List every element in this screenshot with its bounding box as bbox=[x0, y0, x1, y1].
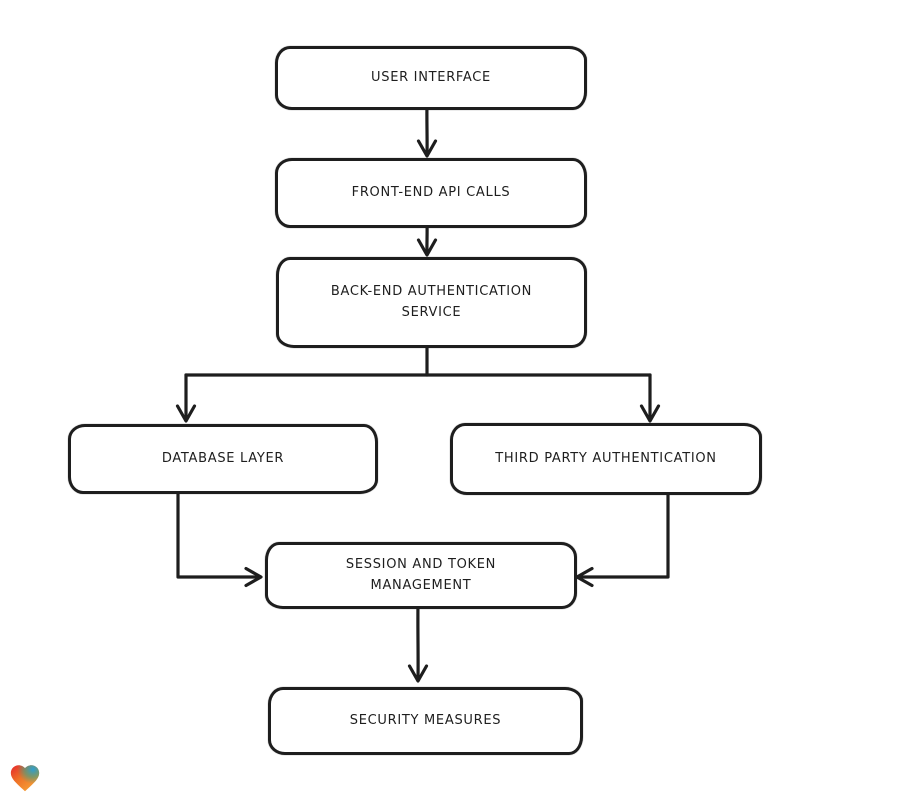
arrowhead-down-icon bbox=[639, 404, 661, 423]
node-front-end-api-calls: FRONT-END API CALLS bbox=[275, 158, 587, 228]
node-database-layer: DATABASE LAYER bbox=[68, 424, 378, 494]
node-security-measures: SECURITY MEASURES bbox=[268, 687, 583, 755]
node-label: USER INTERFACE bbox=[371, 69, 491, 85]
arrowhead-down-icon bbox=[416, 238, 438, 257]
arrowhead-right-icon bbox=[244, 566, 263, 588]
node-label: SESSION AND TOKEN MANAGEMENT bbox=[345, 557, 497, 593]
node-label: THIRD PARTY AUTHENTICATION bbox=[495, 450, 717, 466]
edge-third-party-authentication-to-session-and-token-management bbox=[576, 487, 670, 579]
arrowhead-down-icon bbox=[416, 139, 438, 158]
node-third-party-authentication: THIRD PARTY AUTHENTICATION bbox=[450, 423, 762, 495]
node-session-and-token-management: SESSION AND TOKEN MANAGEMENT bbox=[265, 542, 577, 609]
edge-database-layer-to-session-and-token-management bbox=[176, 486, 262, 579]
arrowhead-left-icon bbox=[575, 566, 594, 588]
arrowhead-down-icon bbox=[407, 664, 429, 683]
node-label: DATABASE LAYER bbox=[161, 450, 285, 466]
node-label: SECURITY MEASURES bbox=[349, 712, 502, 728]
node-label: FRONT-END API CALLS bbox=[351, 184, 511, 200]
node-back-end-authentication-service: BACK-END AUTHENTICATION SERVICE bbox=[276, 257, 587, 348]
heart-shape-overlay bbox=[10, 765, 40, 792]
node-label: BACK-END AUTHENTICATION SERVICE bbox=[330, 284, 533, 320]
node-user-interface: USER INTERFACE bbox=[275, 46, 587, 110]
arrowhead-down-icon bbox=[175, 404, 197, 423]
heart-logo[interactable] bbox=[8, 761, 42, 795]
